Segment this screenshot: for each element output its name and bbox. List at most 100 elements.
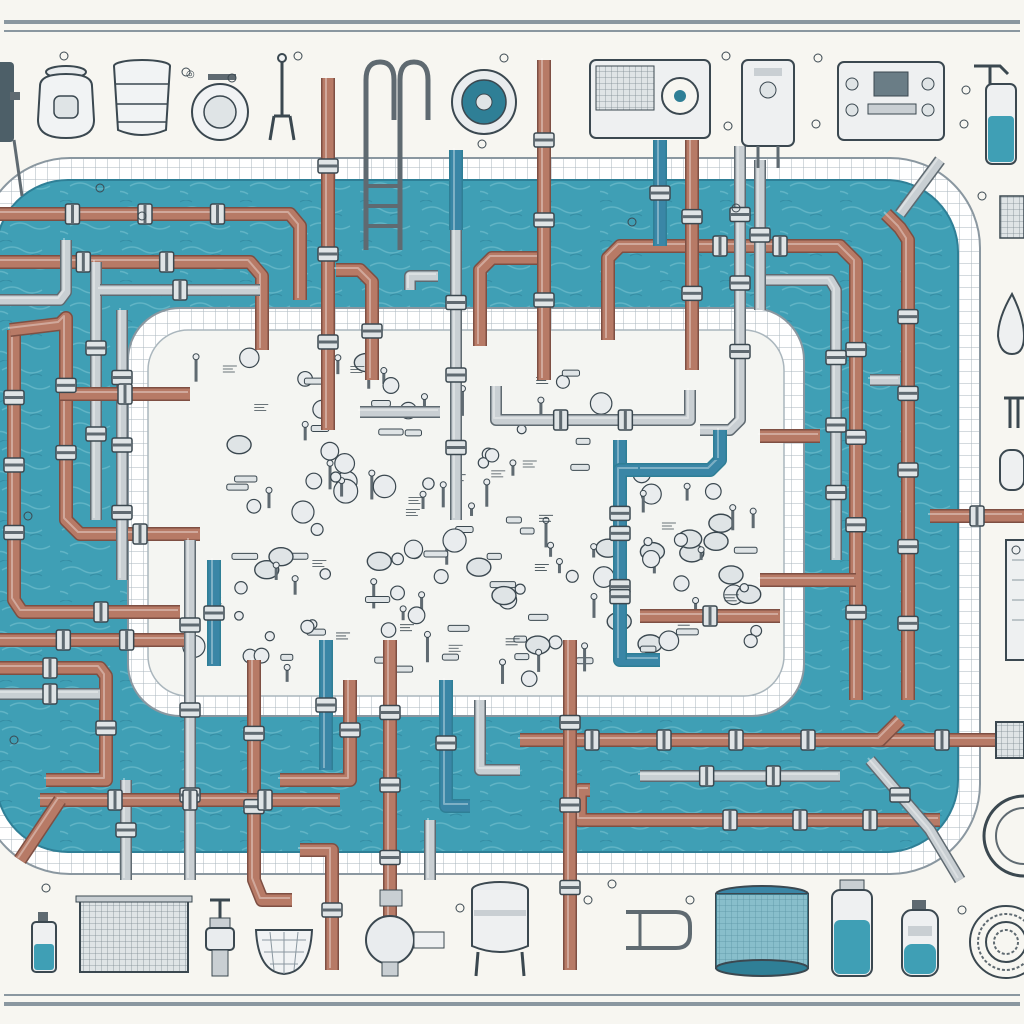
schematic-fitting [300,619,315,634]
tank-icon [0,62,24,197]
schematic-stem [267,490,271,509]
schematic-fitting [643,536,653,547]
schematic-connector [561,369,581,377]
schematic-connector [364,596,391,604]
schematic-stem [421,494,425,509]
filter-grate-icon [75,895,193,973]
schematic-label-mark [491,470,506,478]
strainer-pot-icon [36,65,96,140]
water-drop-icon [996,291,1024,356]
part-tag-marker [477,139,487,149]
schematic-fitting [477,457,490,469]
schematic-connector [639,645,657,653]
schematic-label-mark [534,564,549,571]
spray-bottle-icon [974,64,1017,165]
part-tag-marker [59,51,69,61]
fitting-icon [1004,396,1024,428]
part-tag-marker [959,119,969,129]
schematic-stem [537,652,541,672]
schematic-stem [274,565,278,580]
schematic-stem [328,463,332,490]
part-tag-marker [723,121,733,131]
schematic-connector [575,437,591,445]
pipe-fittings [3,132,985,918]
pool-ladder-icon [363,59,431,250]
part-tag-marker [227,73,237,83]
leaf-net-icon [254,929,314,976]
pipe-run [278,678,357,787]
schematic-fitting [390,585,405,601]
schematic-connector [441,653,459,661]
schematic-label-mark [448,644,463,652]
pipe-run [638,770,840,782]
sand-filter-icon [471,881,529,977]
pipe-run [14,796,66,864]
test-bottle-icon [31,912,57,973]
schematic-fitting [372,474,397,499]
part-tag-marker [583,895,593,905]
schematic-connector [519,527,535,535]
schematic-connector [303,377,324,385]
schematic-fitting [380,622,397,638]
schematic-fitting [514,583,526,595]
part-tag-marker [455,903,465,913]
schematic-stem [751,511,755,529]
schematic-stem [583,645,587,672]
pipe-run [298,843,339,970]
schematic-gauge [718,565,744,585]
part-tag-marker [293,51,303,61]
pipe-run [473,251,540,346]
part-tag-marker [977,191,987,201]
schematic-label-mark [222,365,237,373]
pipe-run [758,429,820,443]
schematic-connector [226,483,249,491]
schematic-stem [367,374,371,389]
schematic-stem [441,484,445,508]
schematic-fitting [442,528,467,553]
schematic-label-mark [505,638,520,646]
schematic-stem [549,545,553,557]
schematic-connector [733,546,758,554]
schematic-stem [372,581,376,609]
schematic-fitting [484,448,500,463]
equipment-pad [147,329,785,697]
part-tag-marker [181,67,191,77]
schematic-fitting [334,453,356,474]
schematic-fitting [330,471,342,483]
pipe-run [868,374,900,386]
schematic-fitting [516,424,527,435]
schematic-stem [340,480,344,497]
schematic-fitting [642,549,661,569]
schematic-label-mark [254,404,269,411]
part-tag-marker [813,53,823,63]
schematic-fitting [234,610,244,621]
pipe-run [518,715,905,747]
schematic-gauge [708,513,734,533]
pipe-run [713,428,727,460]
schematic-connector [505,516,522,524]
schematic-fitting [319,568,332,580]
part-tag-marker [607,879,617,889]
pipe-run [424,818,436,880]
control-panel-icon [837,61,945,141]
schematic-connector [231,552,259,560]
wrench-icon [268,53,296,141]
cartridge-filter-icon [715,885,809,977]
pipe-run [573,783,940,827]
schematic-gauge [226,435,252,455]
pipe-run [685,138,699,370]
pipe-run [0,255,269,350]
schematic-connector [675,628,699,636]
pipe-run [247,658,292,907]
schematic-fitting [382,377,400,394]
schematic-stem [460,388,464,416]
schematic-gauge [366,551,393,572]
schematic-fitting [333,478,359,504]
pipe-run [0,633,190,647]
equipment-illustrations: ◎ [0,53,1024,979]
schematic-fitting [239,347,260,369]
schematic-stem [694,600,698,611]
part-tag-marker [957,905,967,915]
schematic-stem [401,608,405,621]
